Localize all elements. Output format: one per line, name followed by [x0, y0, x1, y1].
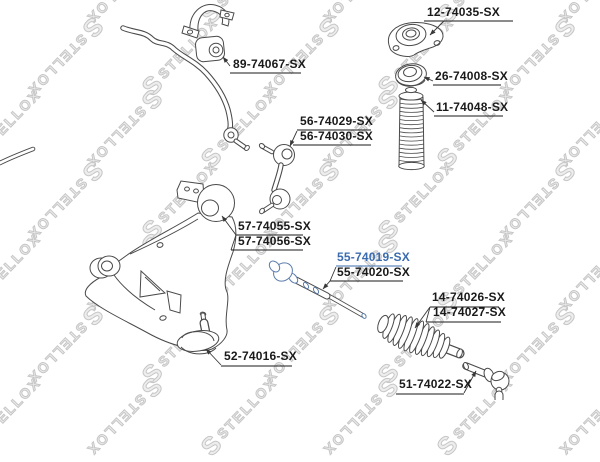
part-label-57-74055[interactable]: 57-74055-SX [238, 219, 311, 233]
part-label-14-74026[interactable]: 14-74026-SX [432, 290, 505, 304]
part-label-89-74067[interactable]: 89-74067-SX [233, 57, 306, 71]
part-label-14-74027[interactable]: 14-74027-SX [433, 305, 506, 319]
inner-tie-rod-drawing [268, 260, 367, 319]
label-underlines [221, 20, 513, 395]
strut-mount-drawing [387, 22, 444, 57]
part-label-12-74035[interactable]: 12-74035-SX [427, 5, 500, 19]
stabilizer-bar-drawing [0, 25, 250, 166]
part-label-56-74029[interactable]: 56-74029-SX [300, 114, 373, 128]
stabilizer-bracket-drawing [181, 3, 235, 39]
part-label-52-74016[interactable]: 52-74016-SX [224, 349, 297, 363]
tie-rod-end-drawing [462, 361, 510, 400]
part-label-55-74019-highlighted[interactable]: 55-74019-SX [337, 250, 410, 264]
leader-lines [205, 20, 477, 394]
part-label-55-74020[interactable]: 55-74020-SX [337, 265, 410, 279]
control-arm-drawing [84, 180, 237, 355]
strut-bearing-drawing [395, 63, 427, 87]
steering-boot-drawing [377, 313, 465, 359]
parts-diagram [0, 3, 513, 400]
part-label-26-74008[interactable]: 26-74008-SX [435, 69, 508, 83]
part-label-56-74030[interactable]: 56-74030-SX [300, 129, 373, 143]
part-label-51-74022[interactable]: 51-74022-SX [399, 377, 472, 391]
stabilizer-link-drawing [258, 142, 295, 215]
strut-dust-boot-drawing [398, 86, 425, 171]
part-label-11-74048[interactable]: 11-74048-SX [436, 100, 509, 114]
stabilizer-bushing-drawing [195, 35, 225, 63]
part-label-57-74056[interactable]: 57-74056-SX [238, 234, 311, 248]
